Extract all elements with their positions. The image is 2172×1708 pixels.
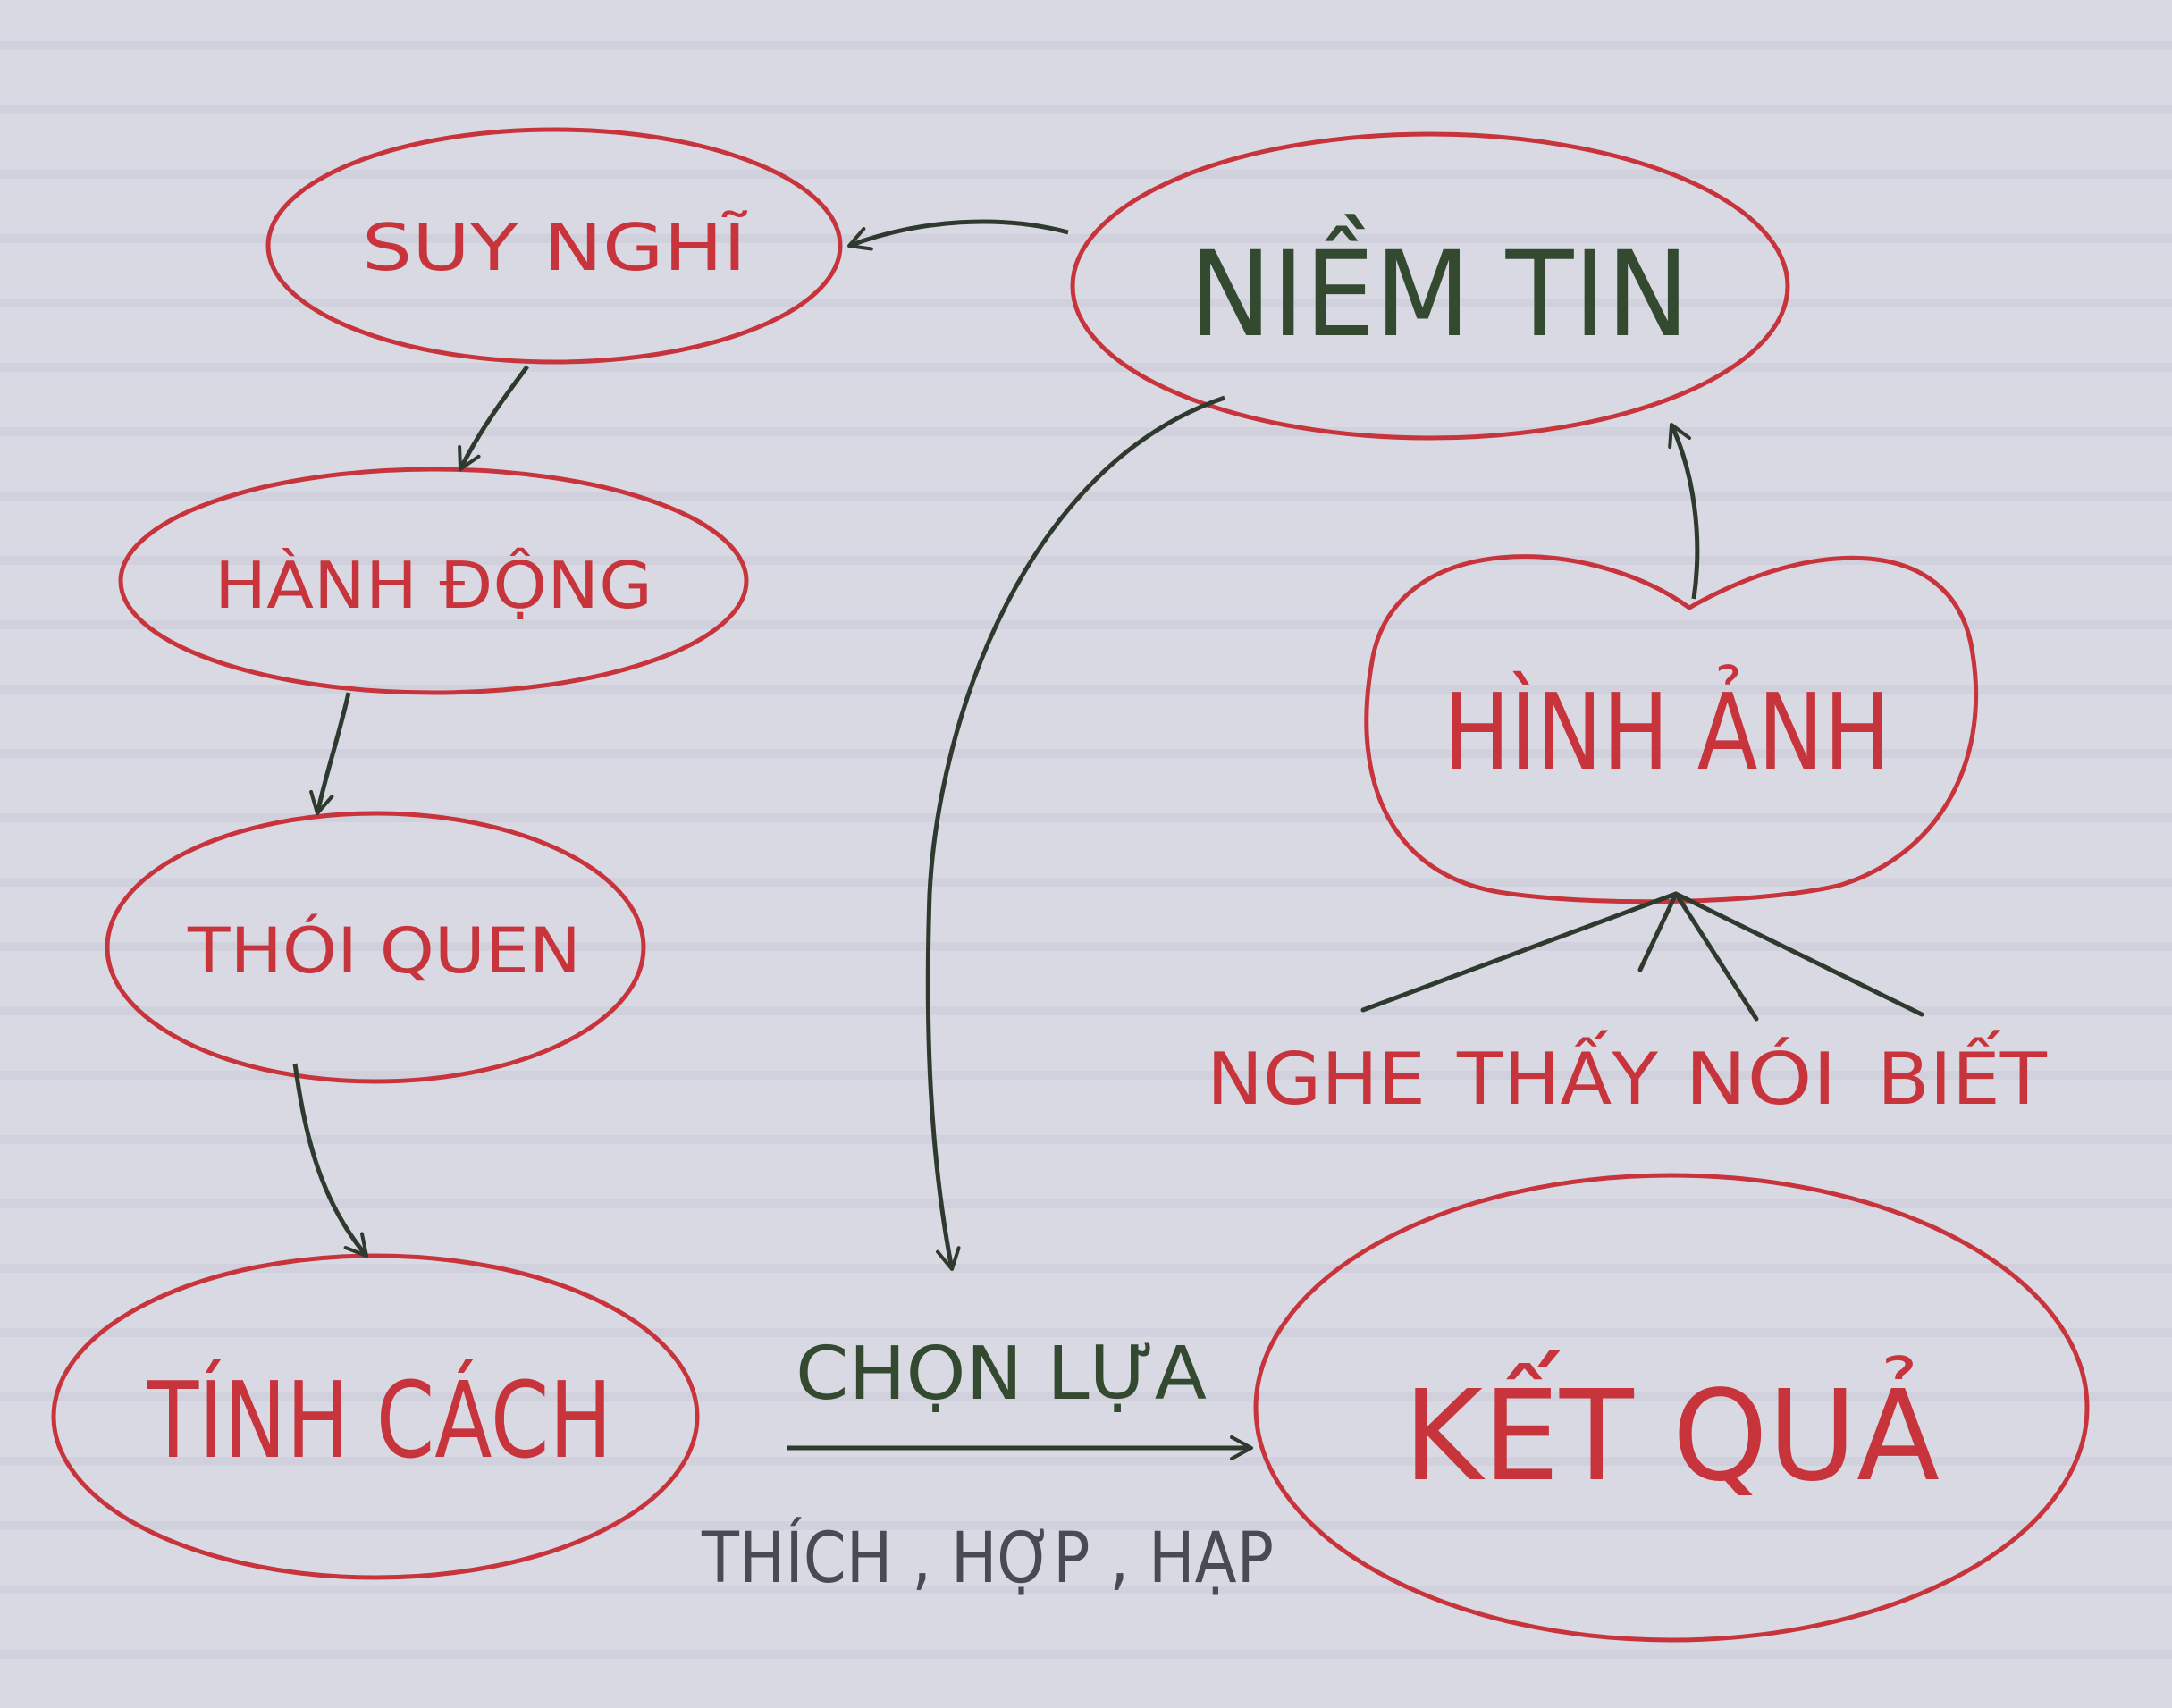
arrow-hinh-anh-to-niem-tin xyxy=(1668,423,1700,600)
sense-label: BIẾT xyxy=(1877,1030,2048,1121)
sense-branches xyxy=(1360,891,1924,1022)
arrow-niem-tin-to-ket-qua xyxy=(925,395,1225,1271)
node-tinh-cach-outline xyxy=(51,1253,700,1580)
node-tinh-cach-label: TÍNH CÁCH xyxy=(147,1359,612,1482)
sense-label: NGHE xyxy=(1207,1038,1426,1121)
edge-label-thich-hop-hap: THÍCH , HỢP , HẠP xyxy=(701,1517,1274,1599)
node-thoi-quen-label: THÓI QUEN xyxy=(187,914,581,988)
node-hanh-dong-outline xyxy=(118,467,749,695)
edge-label-chon-lua: CHỌN LỰA xyxy=(796,1332,1207,1417)
sense-label: NÓI xyxy=(1685,1037,1837,1121)
node-hinh-anh-label: HÌNH ẢNH xyxy=(1444,664,1890,794)
node-hanh-dong-label: HÀNH ĐỘNG xyxy=(215,548,652,623)
node-ket-qua-label: KẾT QUẢ xyxy=(1403,1350,1940,1510)
node-suy-nghi-outline xyxy=(265,127,843,365)
arrow-thoi-quen-to-tinh-cach xyxy=(292,1063,368,1258)
sense-label: THẤY xyxy=(1456,1030,1659,1121)
node-niem-tin-outline xyxy=(1070,131,1790,441)
node-suy-nghi-label: SUY NGHĨ xyxy=(362,210,748,285)
node-ket-qua-outline xyxy=(1253,1173,2090,1643)
arrow-niem-tin-to-suy-nghi xyxy=(847,219,1069,251)
arrow-hanh-dong-to-thoi-quen xyxy=(309,692,351,815)
node-thoi-quen-outline xyxy=(105,811,646,1084)
arrow-suy-nghi-to-hanh-dong xyxy=(458,365,530,471)
node-hinh-anh-outline xyxy=(1364,554,1979,904)
node-niem-tin-label: NIỀM TIN xyxy=(1189,214,1689,364)
